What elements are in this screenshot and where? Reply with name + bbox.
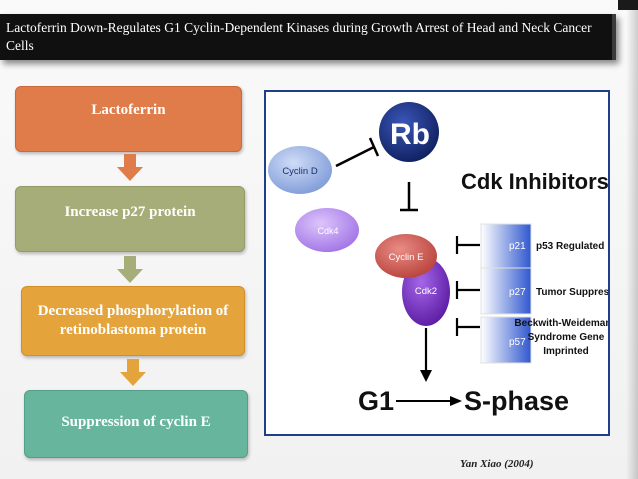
flow-step-3-label: Decreased phosphorylation of retinoblast… [37,303,229,338]
cyclin-e-node [375,234,437,278]
cdk2-label: Cdk2 [415,286,437,297]
cyclin-d-label: Cyclin D [282,166,318,177]
down-arrow-icon [120,359,146,387]
p57-label: p57 [509,337,526,348]
flow-step-2-label: Increase p27 protein [64,203,196,220]
cyclin-e-label: Cyclin E [389,252,424,263]
flow-step-increase-p27: Increase p27 protein [15,186,245,252]
g1-to-s-arrowhead [450,396,462,406]
flow-step-lactoferrin: Lactoferrin [15,86,242,152]
flow-step-1-label: Lactoferrin [91,101,166,118]
g1-label: G1 [358,386,394,416]
flow-step-suppression-cyclin-e: Suppression of cyclin E [24,390,248,458]
p21-description: p53 Regulated [536,241,604,252]
cdk-inhibitors-title: Cdk Inhibitors [461,169,608,194]
rb-label: Rb [390,118,430,151]
rb-node [379,102,439,162]
cdk4-node [295,208,359,252]
inhibit-line [335,145,375,168]
p27-description: Tumor Suppressor [536,287,608,298]
p21-box [480,223,532,269]
slide-title: Lactoferrin Down-Regulates G1 Cyclin-Dep… [6,20,592,53]
flow-step-decreased-phosphorylation: Decreased phosphorylation of retinoblast… [21,286,245,356]
down-arrow-icon [117,256,143,284]
p27-box [480,267,532,315]
cdk4-label: Cdk4 [317,226,338,236]
p21-label: p21 [509,241,526,252]
p57-box [480,316,532,364]
slide-corner [618,0,638,10]
inhibit-bar [368,137,380,157]
cell-cycle-diagram-panel: Rb Cdk4 Cyclin D Cdk Inhibitors Cdk2 Cyc… [264,90,610,436]
flow-step-4-label: Suppression of cyclin E [61,413,211,430]
inhibitor-bars [455,236,480,336]
progression-arrowhead [420,370,432,382]
down-arrow-icon [117,154,143,182]
citation: Yan Xiao (2004) [460,458,534,470]
title-bar: Lactoferrin Down-Regulates G1 Cyclin-Dep… [0,14,616,60]
s-phase-label: S-phase [464,386,569,416]
cell-cycle-diagram: Rb Cdk4 Cyclin D Cdk Inhibitors Cdk2 Cyc… [268,102,608,416]
slide-edge-shadow [626,0,638,479]
cyclin-d-node [268,146,332,194]
p27-label: p27 [509,287,526,298]
